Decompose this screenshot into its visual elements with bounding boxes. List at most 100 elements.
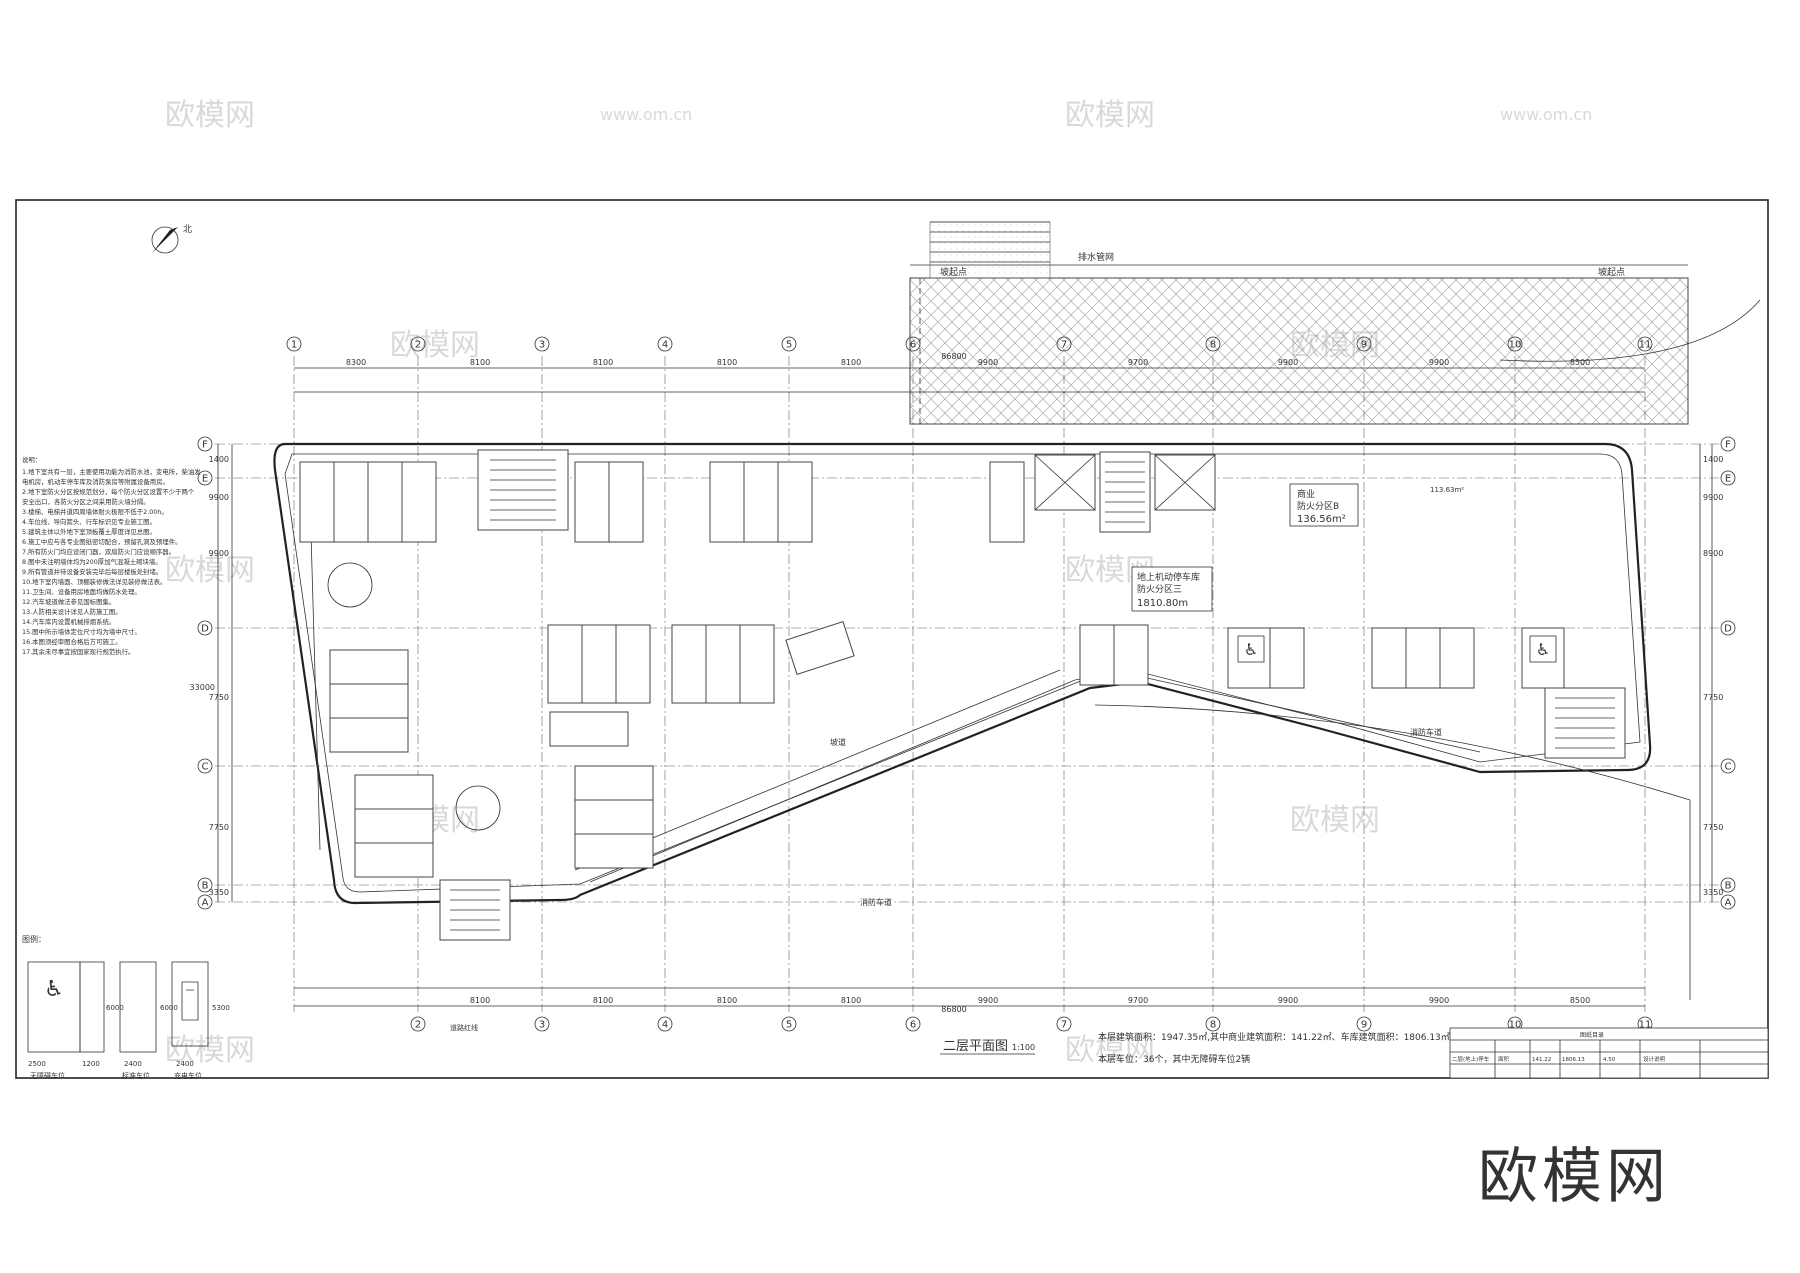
internal-ramp: 坡道 消防车道 消防车道 道路红线 <box>309 497 1481 1032</box>
svg-text:2: 2 <box>415 340 421 351</box>
design-notes: 说明： 1.地下室共有一层，主要使用功能为消防水池，变电所，柴油发 电机房，机动… <box>22 455 201 656</box>
note-line: 9.所有管道井待设备安装完毕后每层楼板处封堵。 <box>22 567 162 576</box>
svg-text:1: 1 <box>291 340 297 351</box>
watermark-text: 欧模网 <box>1290 803 1380 838</box>
axis-bubble: E <box>1720 470 1736 486</box>
axis-bubble: B <box>1720 877 1736 893</box>
top-dimension-chain: 8300 8100 8100 8100 8100 9900 9700 9900 … <box>294 352 1645 393</box>
turning-circle <box>327 562 373 608</box>
dimension-text: 9900 <box>1703 493 1723 502</box>
right-dimension-chain: 3350 7750 7750 8900 9900 1400 <box>1699 444 1723 902</box>
parking-stall <box>367 461 403 543</box>
room-area: 113.63m² <box>1430 486 1464 494</box>
axis-bubble: 4 <box>657 336 673 352</box>
dimension-text: 8100 <box>717 996 737 1005</box>
titleblock-cell: 1806.13 <box>1562 1057 1585 1063</box>
svg-text:2: 2 <box>415 1020 421 1031</box>
svg-text:8: 8 <box>1210 340 1216 351</box>
wheelchair-icon: ♿ <box>1536 640 1550 659</box>
stair-cores <box>439 449 1626 941</box>
commercial-zone-box: 商业 防火分区B 136.56m² 113.63m² <box>1289 483 1464 527</box>
svg-text:F: F <box>202 440 208 451</box>
legend-accessible-stall <box>27 961 81 1053</box>
legend-dim: 1200 <box>82 1060 100 1068</box>
title-block-table: 图纸目录 二层(地上)停车 面积 141.22 1806.13 4.50 设计说… <box>1449 1027 1769 1079</box>
axis-bubble: A <box>197 894 213 910</box>
watermark-url: www.om.cn <box>600 105 692 124</box>
svg-text:C: C <box>202 762 209 773</box>
parking-stall <box>401 461 437 543</box>
dimension-text: 9900 <box>1429 996 1449 1005</box>
zone-area: 136.56m² <box>1297 514 1346 525</box>
svg-text:11: 11 <box>1639 340 1652 351</box>
axis-bubble: 5 <box>781 1016 797 1032</box>
dimension-text: 9900 <box>978 996 998 1005</box>
dimension-text: 8100 <box>593 358 613 367</box>
parking-stall <box>547 624 583 704</box>
note-line: 3.楼梯、电梯井道四周墙体耐火极限不低于2.00h。 <box>22 507 168 516</box>
overall-dimension: 33000 <box>190 683 215 692</box>
dimension-text: 9900 <box>1429 358 1449 367</box>
parking-stall <box>671 624 707 704</box>
dimension-text: 9700 <box>1128 358 1148 367</box>
note-line: 7.所有防火门均应设闭门器，双扇防火门应设顺序器。 <box>22 547 175 556</box>
parking-stall <box>785 620 855 676</box>
dimension-text: 9900 <box>1278 358 1298 367</box>
note-line: 16.本图须经审图合格后方可施工。 <box>22 637 122 646</box>
parking-stall <box>1113 624 1149 686</box>
svg-text:10: 10 <box>1509 1020 1522 1031</box>
legend-label: 标准车位 <box>122 1071 150 1080</box>
parking-stall <box>574 765 654 801</box>
note-line: 11.卫生间、设备用房地面均做防水处理。 <box>22 587 141 596</box>
titleblock-head: 图纸目录 <box>1580 1031 1604 1039</box>
parking-stall <box>354 808 434 844</box>
legend-title: 图例： <box>22 934 46 944</box>
watermark-text: 欧模网 <box>1065 1033 1155 1068</box>
watermark-text: 欧模网 <box>165 1033 255 1068</box>
hatched-slope-area: 排水管网 坡起点 坡起点 <box>909 221 1689 425</box>
dimension-text: 1400 <box>1703 455 1723 464</box>
parking-stall <box>743 461 779 543</box>
north-label: 北 <box>183 224 192 235</box>
note-line: 5.建筑主体以外地下室顶板覆土厚度详见总图。 <box>22 527 156 536</box>
zone-title: 地上机动停车库 <box>1137 571 1200 583</box>
parking-stall <box>329 717 409 753</box>
legend-dim: 5300 <box>212 1004 230 1012</box>
parking-stall <box>1079 624 1115 686</box>
note-line: 电机房，机动车停车库及消防泵房等附属设备用房。 <box>22 477 169 486</box>
watermark-layer: 欧模网 www.om.cn 欧模网 www.om.cn 欧模网 欧模网 欧模网 … <box>165 98 1592 1068</box>
axis-bubble: 9 <box>1356 1016 1372 1032</box>
column-axis-top: 1 2 3 4 5 6 7 8 9 10 11 <box>286 336 1653 352</box>
dimension-text: 7750 <box>209 823 229 832</box>
svg-text:6: 6 <box>910 1020 916 1031</box>
watermark-text: 欧模网 <box>165 553 255 588</box>
legend-dim: 2500 <box>28 1060 46 1068</box>
axis-bubble: D <box>1720 620 1736 636</box>
watermark-url: www.om.cn <box>1500 105 1592 124</box>
axis-bubble: 1 <box>286 336 302 352</box>
legend-label: 充电车位 <box>174 1071 202 1080</box>
column-axis-bottom: 2 3 4 5 6 7 8 9 10 11 <box>410 1016 1653 1032</box>
dimension-text: 8900 <box>1703 549 1723 558</box>
total-dimension: 86800 <box>941 1005 966 1014</box>
stair-core <box>1544 687 1626 759</box>
axis-bubble: 11 <box>1637 336 1653 352</box>
drawing-frame <box>15 199 1769 1079</box>
zone-title: 商业 <box>1297 488 1315 500</box>
row-axis-right: A B C D E F <box>1720 436 1736 910</box>
accessible-symbols: ♿ ♿ <box>1237 635 1557 663</box>
dimension-text: 1400 <box>209 455 229 464</box>
parking-stall <box>581 624 617 704</box>
axis-bubble: A <box>1720 894 1736 910</box>
watermark-text: 欧模网 <box>1065 98 1155 133</box>
axis-bubble: 2 <box>410 336 426 352</box>
legend-charging-stall <box>171 961 209 1047</box>
svg-text:D: D <box>1724 624 1732 635</box>
svg-text:11: 11 <box>1639 1020 1652 1031</box>
legend-dim: 2400 <box>124 1060 142 1068</box>
axis-bubble: 6 <box>905 336 921 352</box>
parking-stalls-top <box>299 461 1025 543</box>
wheelchair-icon: ♿ <box>44 977 64 1002</box>
dimension-text: 8100 <box>841 358 861 367</box>
svg-text:A: A <box>1725 898 1732 909</box>
